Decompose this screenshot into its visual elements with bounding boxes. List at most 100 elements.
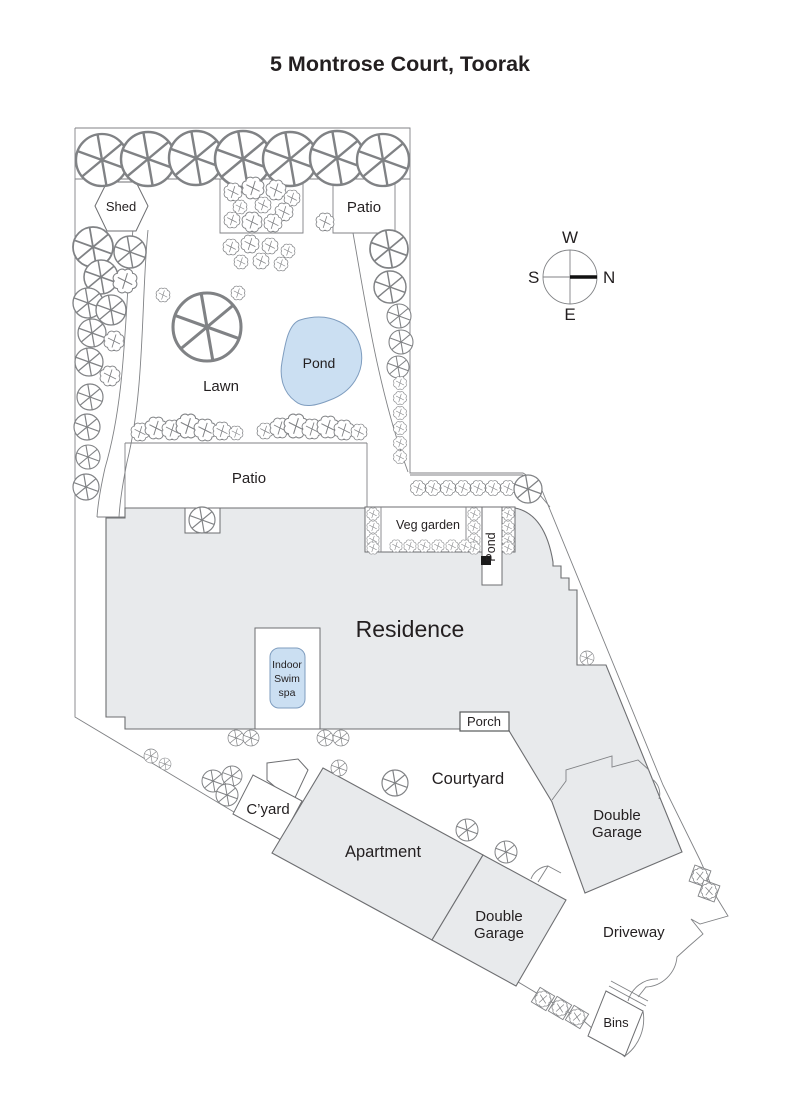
shrub-icon (393, 436, 407, 450)
residence-label: Residence (356, 616, 465, 642)
shrub-icon (241, 211, 263, 233)
veg-bed-shrub-row (410, 474, 543, 504)
compass-right-label: N (603, 268, 615, 287)
shrub-icon (223, 211, 241, 229)
lawn-edge-shrub-rows (130, 413, 368, 442)
double-garage-lower-label1: Double (475, 908, 523, 925)
spa-label-line3: spa (279, 687, 296, 699)
pond-strip-label: Pond (484, 532, 498, 561)
tree-icon (73, 413, 101, 441)
shrub-icon (393, 376, 407, 390)
tree-icon (332, 729, 350, 747)
shrub-icon (232, 199, 248, 215)
lawn-tree-icon (171, 291, 243, 363)
compass-top-label: W (562, 228, 578, 247)
shrub-icon (222, 238, 240, 256)
tree-icon (72, 473, 100, 501)
tree-icon (143, 748, 159, 764)
garden-pond: Pond (280, 316, 363, 407)
tree-icon (386, 355, 410, 379)
tree-icon (316, 729, 334, 747)
tree-icon (95, 294, 127, 326)
patio-lower-label: Patio (232, 470, 266, 487)
shrub-icon (155, 287, 171, 303)
shrub-icon (280, 243, 296, 259)
shrub-icon (103, 330, 125, 352)
bins-label: Bins (603, 1015, 629, 1030)
patio-planter (184, 506, 221, 534)
bins-enclosure: Bins (587, 978, 659, 1057)
tree-icon (455, 818, 479, 842)
shrub-icon (393, 391, 407, 405)
double-garage-lower: Double Garage (431, 854, 567, 987)
double-garage-upper-label1: Double (593, 807, 641, 824)
tree-icon (77, 318, 107, 348)
shrub-icon (393, 406, 407, 420)
shrub-icon (440, 480, 456, 496)
shrub-icon (99, 365, 121, 387)
shrub-icon (425, 480, 441, 496)
pond-label: Pond (303, 355, 336, 371)
tree-icon (119, 130, 177, 188)
spa-label-line2: Swim (274, 673, 300, 685)
driveway-label: Driveway (603, 924, 665, 941)
porch-label: Porch (467, 714, 501, 729)
shrub-icon (254, 196, 272, 214)
tree-icon (221, 765, 243, 787)
compass-bottom-label: E (564, 305, 575, 324)
tree-icon (369, 229, 409, 269)
tree-icon (388, 329, 414, 355)
tree-icon (74, 347, 104, 377)
shrub-icon (455, 480, 471, 496)
shrub-icon (252, 252, 270, 270)
shrub-icon (485, 480, 501, 496)
shrub-icon (240, 234, 260, 254)
tree-icon (381, 769, 409, 797)
double-garage-lower-label2: Garage (474, 925, 524, 942)
shrub-icon (315, 212, 335, 232)
tree-icon (373, 270, 407, 304)
tree-icon (188, 506, 216, 534)
compass-left-label: S (528, 268, 539, 287)
middle-shrub-bed (155, 176, 335, 303)
tree-icon (75, 444, 101, 470)
lawn-label: Lawn (203, 378, 239, 395)
shrub-icon (470, 480, 486, 496)
double-garage-upper-label2: Garage (592, 824, 642, 841)
right-garden-bed (369, 229, 414, 464)
tree-icon (579, 650, 595, 666)
shrub-icon (500, 480, 516, 496)
shrub-icon (233, 254, 249, 270)
shed: Shed (94, 181, 149, 232)
shrub-icon (393, 421, 407, 435)
double-garage-upper-labels: Double Garage (592, 807, 642, 841)
veg-garden-label: Veg garden (396, 518, 460, 532)
compass: W N S E (528, 228, 615, 324)
apartment-annex (266, 758, 309, 803)
courtyard-label: Courtyard (432, 770, 504, 788)
indoor-swim-spa: Indoor Swim spa (254, 627, 321, 730)
tree-icon (76, 383, 104, 411)
patio-upper-label: Patio (347, 199, 381, 216)
tree-icon (330, 759, 348, 777)
tree-icon (308, 129, 366, 187)
apartment: Apartment (271, 767, 484, 941)
garage-gate (530, 865, 562, 883)
shrub-icon (273, 256, 289, 272)
shed-label: Shed (106, 199, 136, 214)
tree-icon (227, 729, 245, 747)
tree-icon (386, 303, 412, 329)
tree-icon (242, 729, 260, 747)
tree-icon (494, 840, 518, 864)
left-garden-bed (72, 226, 147, 501)
residence-building (105, 507, 683, 894)
shrub-icon (261, 237, 279, 255)
tree-icon (113, 235, 147, 269)
porch: Porch (459, 711, 510, 732)
tree-icon (355, 132, 411, 188)
tree-icon (513, 474, 543, 504)
shrub-icon (410, 480, 426, 496)
tree-icon (215, 783, 239, 807)
